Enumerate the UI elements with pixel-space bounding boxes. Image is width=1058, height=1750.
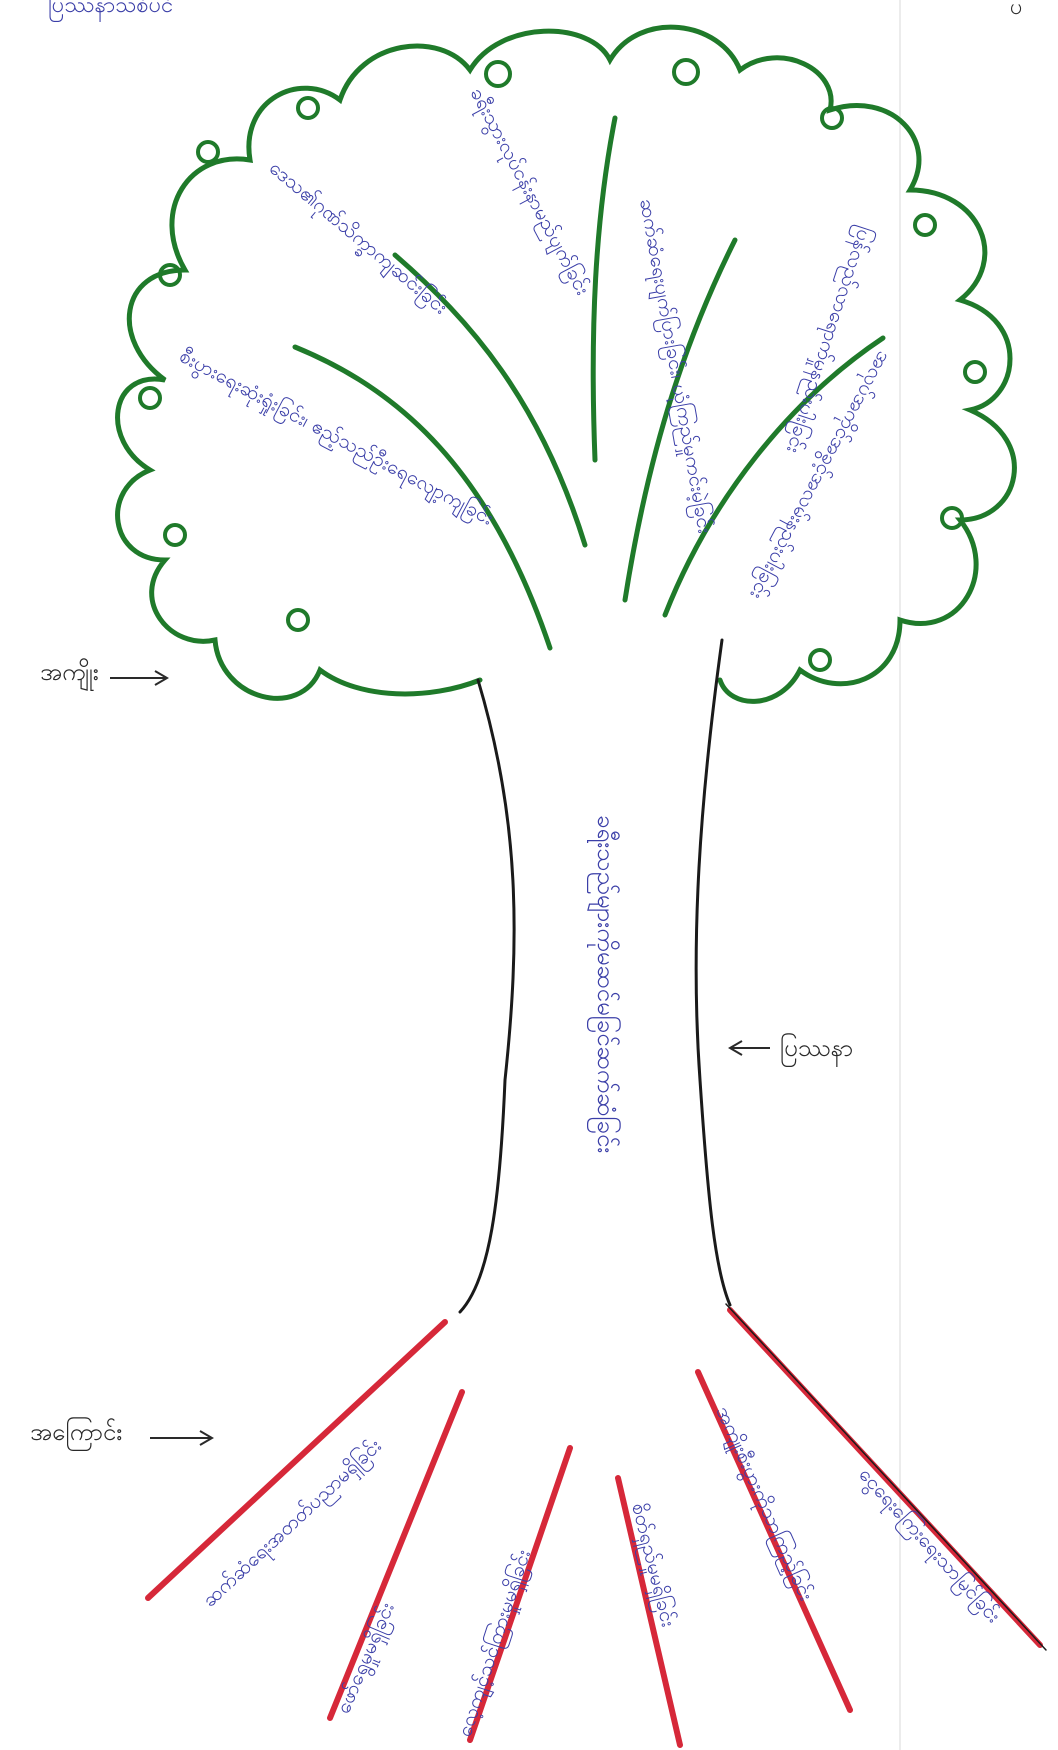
effect-2: ဒေသ၏ဂုဏ်သိက္ခာကျဆင်းခြင်း	[262, 155, 453, 321]
effect-4: ဆက်ဆံရေးပျက်ပြားခြင်း၊ ယုံကြည်မှုကင်းမဲ့…	[631, 197, 717, 536]
cause-2: ဖော်ရွေမှုမရှိခြင်း	[331, 1599, 403, 1719]
canopy-loops	[140, 60, 985, 670]
effect-1: စီးပွားရေးဆုံးရှုံးခြင်း၊ ဧည့်သည်ဦးရေလျေ…	[174, 343, 498, 533]
branch-1	[295, 347, 550, 648]
canopy-branches	[295, 118, 883, 648]
label-problem-group: ပြဿနာ	[730, 1032, 853, 1067]
cause-6: ငွေရေးကြေးရေးသာမြင်ခြင်း	[851, 1462, 1006, 1630]
trunk-left-edge	[460, 680, 514, 1312]
effects-list: စီးပွားရေးဆုံးရှုံးခြင်း၊ ဧည့်သည်ဦးရေလျေ…	[174, 83, 897, 604]
label-effects-group: အကျိုး	[40, 657, 167, 692]
label-causes-group: အကြောင်း	[30, 1416, 212, 1451]
label-causes: အကြောင်း	[30, 1416, 122, 1451]
cause-3: လေ့ကျင့်သင်ကြားမှုမရှိခြင်း	[452, 1546, 539, 1740]
page-title: ပြဿနာသစ်ပင်	[48, 0, 173, 22]
label-problem: ပြဿနာ	[780, 1032, 853, 1067]
cause-5: အကျိုးစီးပွားကိုသာကြည့်ခြင်း	[708, 1402, 819, 1605]
causes-list: ဆက်ဆံရေးအတတ်ပညာမရှိခြင်း ဖော်ရွေမှုမရှိခ…	[197, 1402, 1006, 1741]
cause-4: စိတ်ရှည်မှုမရှိခြင်း	[623, 1500, 681, 1630]
label-effects: အကျိုး	[40, 657, 99, 692]
corner-mark: ပ	[1010, 0, 1023, 20]
root-1	[148, 1322, 445, 1598]
branch-3	[593, 118, 615, 460]
trunk-problem-text: ခရီးသည်များကိုမဆင်မခြင်ဆက်ဆံခြင်း	[587, 815, 622, 1153]
effect-3: ခရီးသွားလုပ်ငန်းနာမည်ပျက်ခြင်း	[462, 83, 595, 300]
trunk-right-edge	[696, 640, 730, 1305]
